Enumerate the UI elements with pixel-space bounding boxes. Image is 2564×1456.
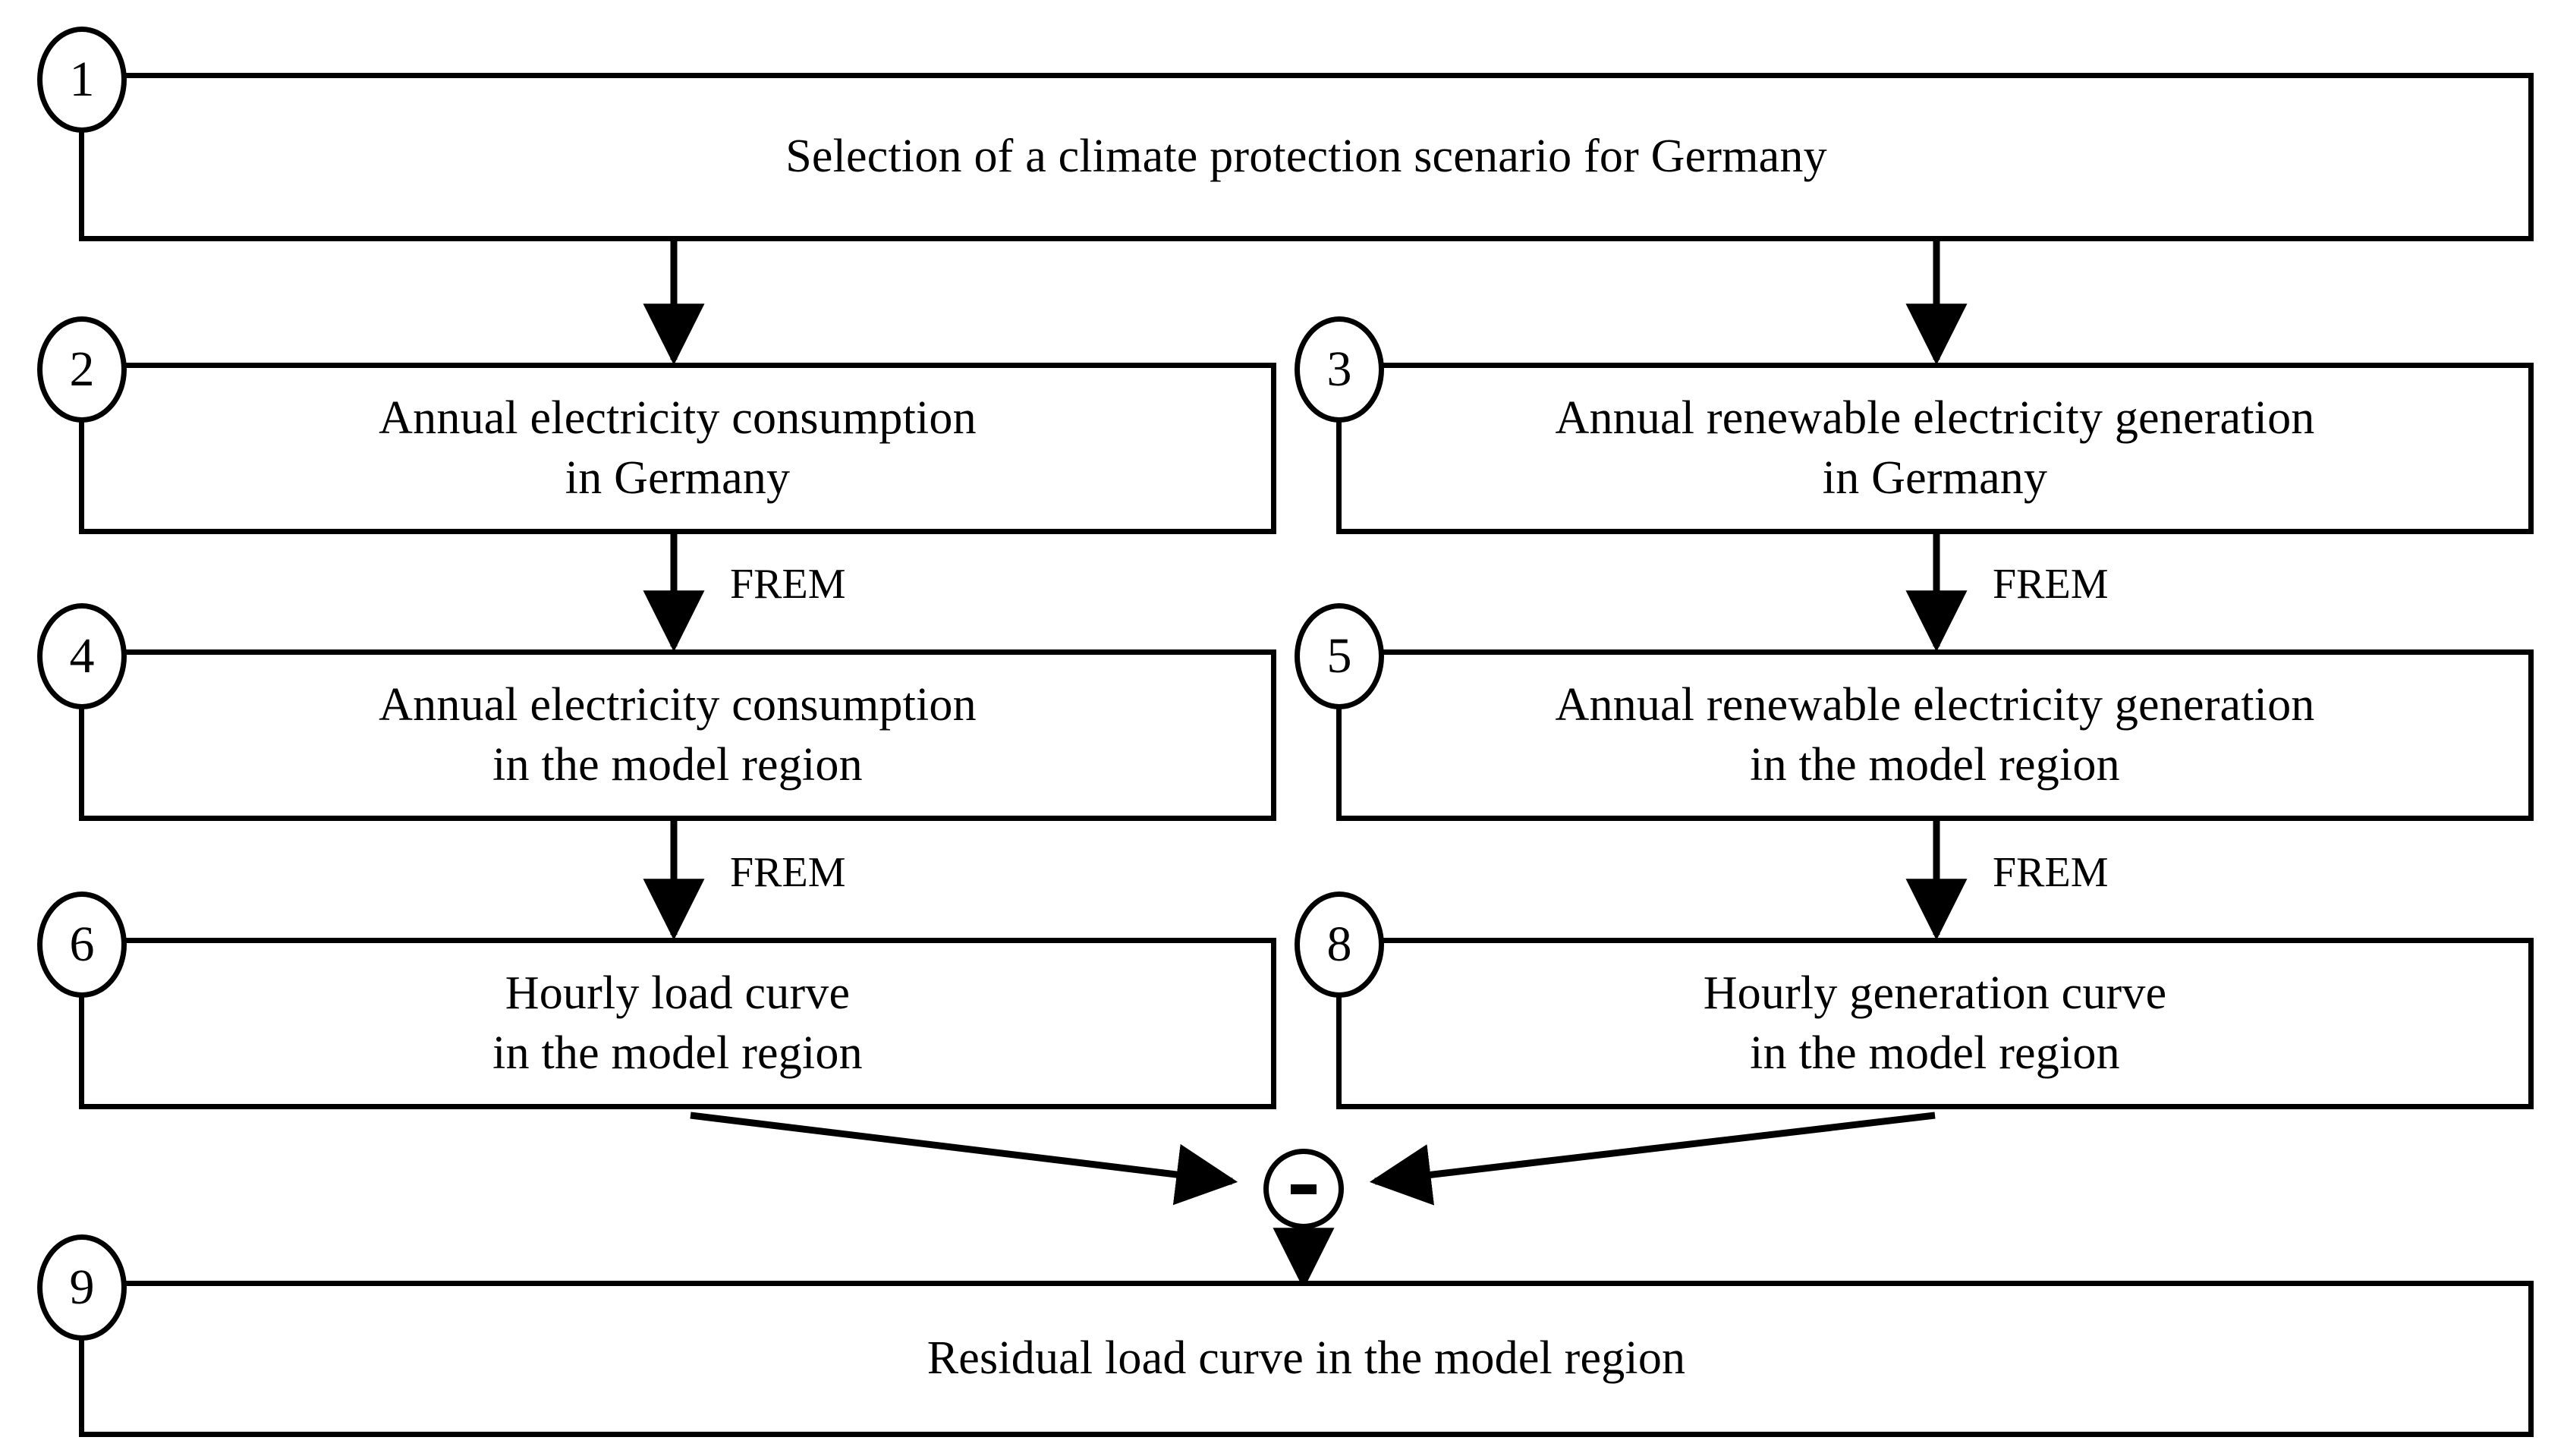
node-4-line-2: in the model region (492, 739, 863, 791)
node-2-line-2: in Germany (565, 452, 791, 504)
node-badge-5-label: 5 (1326, 628, 1352, 684)
node-badge-3: 3 (1295, 316, 1384, 423)
edge-label-frem-right-upper: FREM (1985, 563, 2116, 605)
connector-8-to-operator (1369, 1112, 1936, 1206)
node-5-line-1: Annual renewable electricity generation (1555, 678, 2315, 731)
node-6-line-1: Hourly load curve (505, 967, 851, 1019)
node-badge-9-label: 9 (69, 1259, 95, 1315)
node-box-1[interactable]: Selection of a climate protection scenar… (79, 73, 2534, 241)
node-badge-9: 9 (37, 1234, 127, 1341)
node-4-line-1: Annual electricity consumption (379, 678, 977, 731)
node-3-line-2: in Germany (1822, 452, 2048, 504)
node-badge-8: 8 (1295, 892, 1384, 998)
node-box-8[interactable]: Hourly generation curve in the model reg… (1336, 938, 2534, 1109)
subtraction-operator-node (1263, 1149, 1344, 1229)
node-badge-6-label: 6 (69, 917, 95, 972)
node-box-6[interactable]: Hourly load curve in the model region (79, 938, 1276, 1109)
node-8-line-1: Hourly generation curve (1703, 967, 2167, 1019)
node-box-5[interactable]: Annual renewable electricity generation … (1336, 649, 2534, 821)
edge-label-frem-left-lower: FREM (722, 851, 854, 894)
node-1-line-1: Selection of a climate protection scenar… (785, 131, 1827, 183)
node-badge-2: 2 (37, 316, 127, 423)
node-box-4[interactable]: Annual electricity consumption in the mo… (79, 649, 1276, 821)
edge-label-frem-right-lower: FREM (1985, 851, 2116, 894)
node-badge-4-label: 4 (69, 628, 95, 684)
node-8-line-2: in the model region (1750, 1027, 2120, 1079)
node-badge-1: 1 (37, 27, 127, 133)
node-badge-1-label: 1 (69, 52, 95, 107)
node-box-2[interactable]: Annual electricity consumption in German… (79, 363, 1276, 534)
connector-6-to-operator (690, 1112, 1238, 1206)
node-badge-8-label: 8 (1326, 917, 1352, 972)
node-3-line-1: Annual renewable electricity generation (1555, 392, 2315, 444)
node-badge-5: 5 (1295, 603, 1384, 709)
node-box-3[interactable]: Annual renewable electricity generation … (1336, 363, 2534, 534)
node-6-line-2: in the model region (492, 1027, 863, 1079)
node-box-9[interactable]: Residual load curve in the model region (79, 1281, 2534, 1437)
node-5-line-2: in the model region (1750, 739, 2120, 791)
node-badge-4: 4 (37, 603, 127, 709)
node-badge-6: 6 (37, 892, 127, 998)
minus-icon (1291, 1184, 1317, 1194)
node-badge-3-label: 3 (1326, 341, 1352, 397)
edge-label-frem-left-upper: FREM (722, 563, 854, 605)
node-2-line-1: Annual electricity consumption (379, 392, 977, 444)
node-badge-2-label: 2 (69, 341, 95, 397)
node-9-line-1: Residual load curve in the model region (927, 1332, 1686, 1385)
